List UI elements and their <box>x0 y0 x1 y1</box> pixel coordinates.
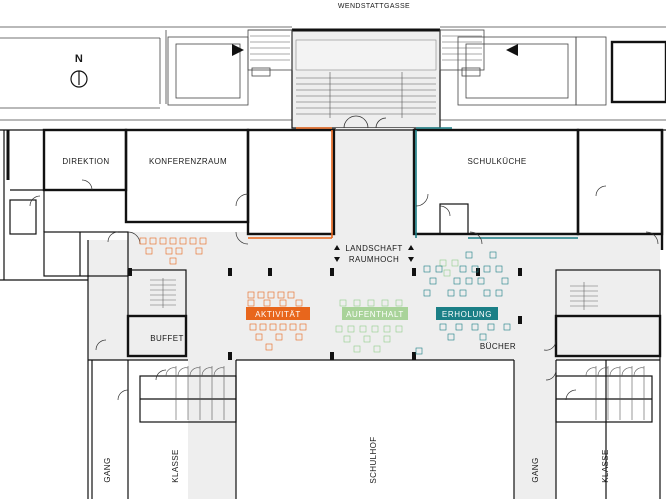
zone-label-erholung: ERHOLUNG <box>442 310 492 319</box>
stair-right <box>570 282 598 310</box>
zone-badge-aufenthalt <box>342 307 408 320</box>
room-label-schulkueche: SCHULKÜCHE <box>467 157 526 166</box>
room-label-schulhof: SCHULHOF <box>369 436 378 483</box>
stair-left <box>150 278 176 308</box>
landscape-label-line1: LANDSCHAFT <box>345 244 402 253</box>
landscape-marker-icon <box>334 245 414 262</box>
north-label: N <box>75 53 83 65</box>
street-label: WENDSTATTGASSE <box>338 3 410 10</box>
building-walls <box>0 128 666 499</box>
north-arrow-icon <box>70 70 88 88</box>
room-label-konferenzraum: KONFERENZRAUM <box>149 157 227 166</box>
zone-badge-aktivitaet <box>246 307 310 320</box>
site-outline <box>0 26 666 121</box>
locker-grid-right <box>585 366 645 420</box>
room-label-klasse-right: KLASSE <box>601 449 610 483</box>
room-label-klasse-left: KLASSE <box>171 449 180 483</box>
room-label-gang-left: GANG <box>103 457 112 482</box>
locker-grid-left <box>165 366 225 420</box>
room-label-gang-right: GANG <box>531 457 540 482</box>
door-swings <box>29 179 659 401</box>
zone-label-aufenthalt: AUFENTHALT <box>346 310 404 319</box>
room-label-direktion: DIREKTION <box>62 157 109 166</box>
entrance-arrow-right-icon <box>506 44 518 56</box>
main-entrance <box>247 28 485 129</box>
activity-dots-orange <box>139 237 307 351</box>
rest-dots-green <box>335 259 459 353</box>
room-label-buecher: BÜCHER <box>480 342 516 351</box>
top-right-block <box>610 40 666 104</box>
room-label-buffet: BUFFET <box>150 334 184 343</box>
zone-badge-erholung <box>436 307 498 320</box>
zone-label-aktivitaet: AKTIVITÄT <box>255 310 301 319</box>
landscape-label-line2: RAUMHOCH <box>349 255 399 264</box>
entrance-arrow-left-icon <box>232 44 244 56</box>
relax-dots-teal <box>415 251 511 355</box>
